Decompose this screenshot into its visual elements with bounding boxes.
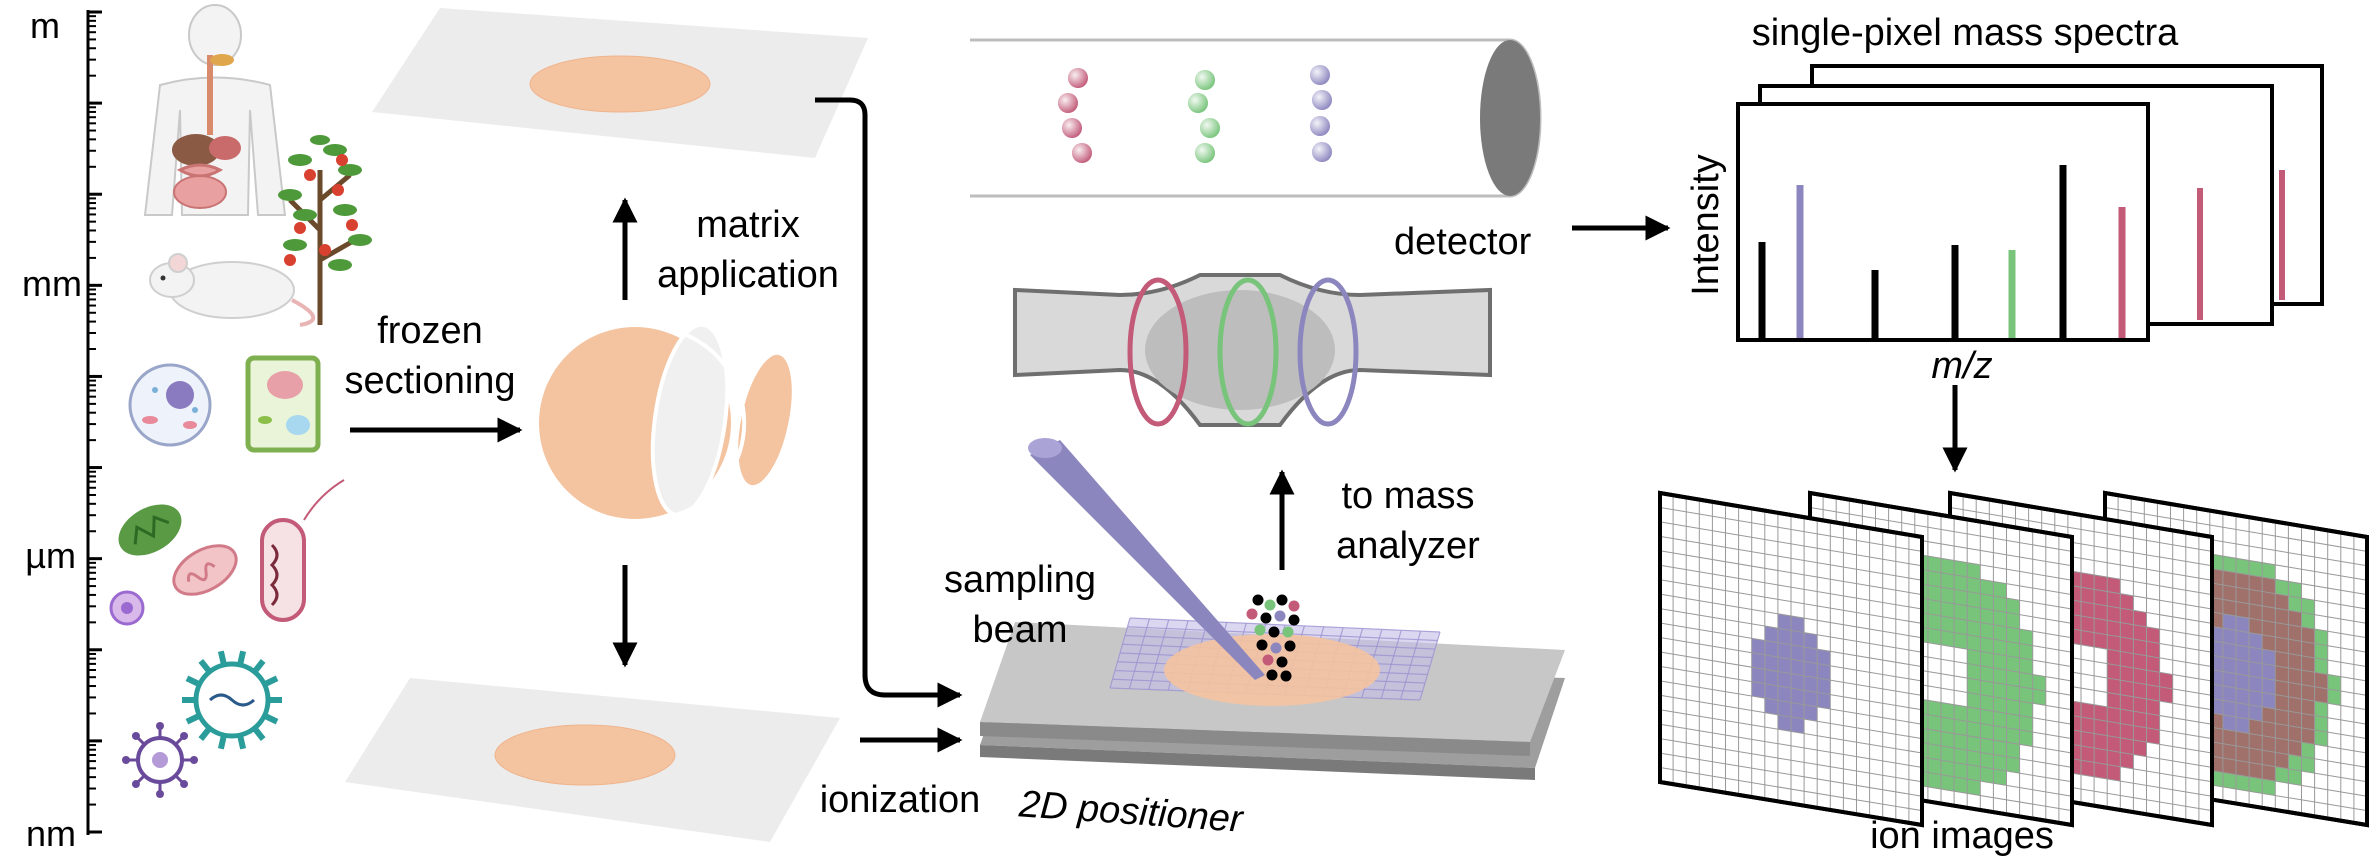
plume-ion	[1274, 610, 1286, 622]
mass-spectra-stack: single-pixel mass spectra Intensity m/z	[1685, 12, 2324, 387]
mouse-icon	[149, 253, 315, 327]
label-sampling: sampling	[944, 559, 1096, 601]
plume-ion	[1254, 624, 1266, 636]
ion-images-stack: ion images	[1658, 490, 2369, 857]
virus-icon	[122, 650, 282, 798]
plume-ion	[1270, 642, 1282, 654]
ion-images-label: ion images	[1870, 815, 2054, 857]
plume-ion	[1268, 626, 1280, 638]
label-2d-positioner: 2D positioner	[1017, 783, 1246, 841]
plume-ion	[1252, 594, 1264, 606]
plume-ion	[1262, 654, 1274, 666]
label-matrix: matrix	[696, 204, 799, 246]
vesicle-icon	[109, 590, 145, 626]
scale-label-m: m	[30, 5, 60, 46]
human-icon	[143, 4, 287, 216]
tissue-sphere	[539, 322, 795, 519]
label-sectioning: sectioning	[344, 360, 515, 402]
spectra-xlabel: m/z	[1931, 345, 1992, 387]
plant-cell-icon	[245, 355, 321, 453]
plume-ion	[1260, 612, 1272, 624]
ion-image-purple	[1658, 490, 1924, 828]
plume-ion	[1256, 639, 1268, 651]
flight-tube	[970, 38, 1542, 198]
animal-cell-icon	[128, 363, 212, 447]
plume-ion	[1288, 600, 1300, 612]
scale-bar: m mm µm nm	[22, 5, 102, 854]
mitochondria-icon	[118, 504, 238, 596]
slide-bottom	[345, 678, 840, 842]
plume-ion	[1276, 594, 1288, 606]
label-frozen: frozen	[377, 310, 483, 352]
plume-ion	[1276, 656, 1288, 668]
label-to-mass: to mass	[1341, 475, 1474, 517]
plume-ion	[1264, 599, 1276, 611]
plume-ion	[1246, 608, 1258, 620]
slide-top	[372, 8, 868, 158]
plant-icon	[278, 135, 372, 325]
plume-ion	[1266, 669, 1278, 681]
plume-ion	[1282, 626, 1294, 638]
scale-label-nm: nm	[26, 813, 76, 854]
label-ionization: ionization	[820, 779, 981, 821]
ion-optics	[1013, 273, 1492, 427]
label-application: application	[657, 254, 839, 296]
label-analyzer: analyzer	[1336, 525, 1480, 567]
plume-ion	[1288, 614, 1300, 626]
scale-label-mm: mm	[22, 263, 82, 304]
spectra-title: single-pixel mass spectra	[1752, 12, 2179, 54]
plume-ion	[1280, 670, 1292, 682]
spectra-ylabel: Intensity	[1685, 154, 1727, 296]
scale-label-um: µm	[25, 535, 76, 576]
label-detector: detector	[1394, 221, 1532, 263]
label-beam: beam	[972, 609, 1067, 651]
bacterium-icon	[260, 479, 345, 622]
positioner-stage	[980, 438, 1565, 780]
plume-ion	[1284, 640, 1296, 652]
